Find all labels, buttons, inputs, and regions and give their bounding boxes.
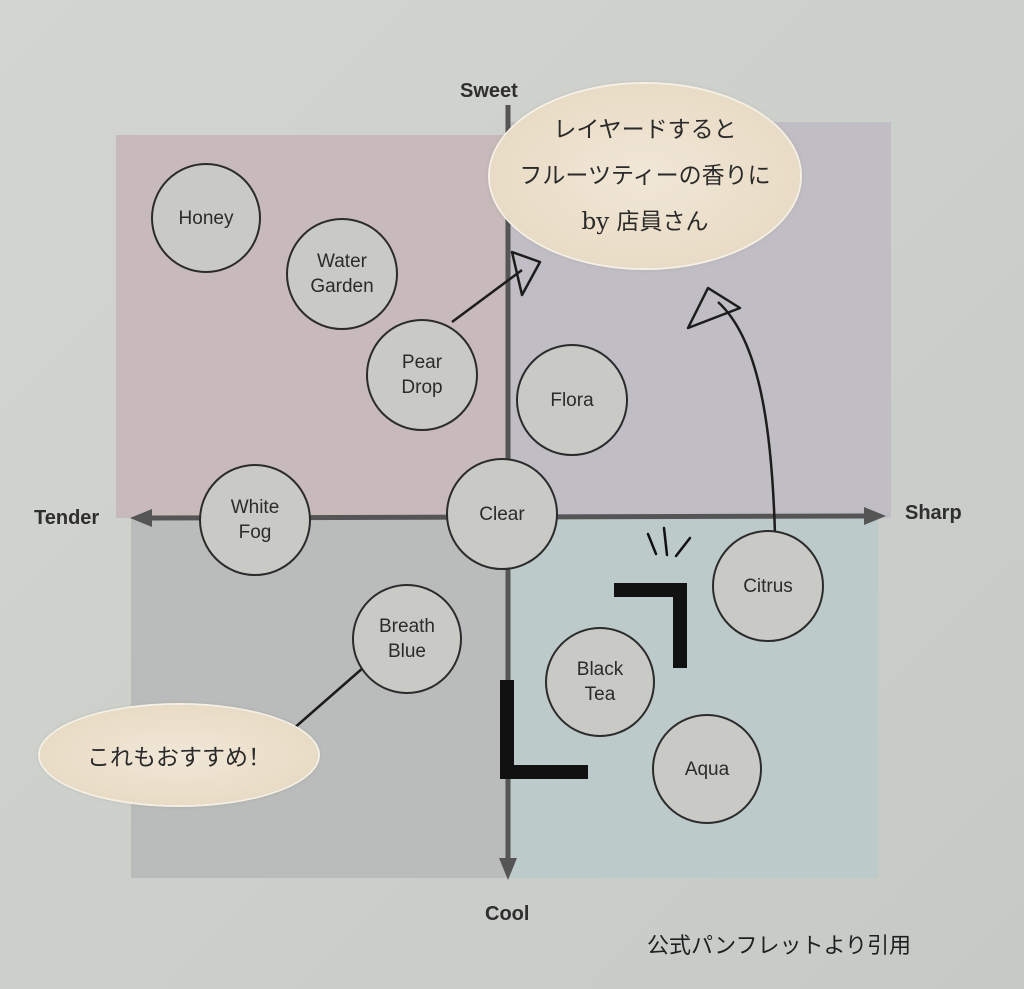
axis-label-sweet: Sweet xyxy=(460,80,518,102)
callout-layering-tip: レイヤードすると フルーツティーの香りに by 店員さん xyxy=(490,84,800,268)
quadrant-cool-tender xyxy=(131,518,508,878)
source-note: 公式パンフレットより引用 xyxy=(647,934,912,959)
scent-bubble-white-fog: White Fog xyxy=(199,464,311,576)
pen-line-breath-blue xyxy=(291,659,373,731)
pen-arrowhead-citrus xyxy=(686,286,742,330)
callout-text: これもおすすめ！ xyxy=(87,745,271,771)
axis-arrowhead-bottom xyxy=(499,858,517,880)
scent-bubble-honey: Honey xyxy=(151,163,261,273)
scent-bubble-citrus: Citrus xyxy=(712,530,824,642)
callout-line: レイヤードすると xyxy=(553,117,737,143)
axis-label-tender: Tender xyxy=(34,507,100,529)
scent-bubble-flora: Flora xyxy=(516,344,628,456)
scent-bubble-black-tea: Black Tea xyxy=(545,627,655,737)
pen-bracket-bottom xyxy=(500,680,588,779)
axis-label-cool: Cool xyxy=(485,903,530,925)
axis-arrowhead-left xyxy=(130,509,152,527)
callout-recommendation: これもおすすめ！ xyxy=(40,705,318,805)
pen-emphasis-stroke xyxy=(674,536,692,558)
pen-emphasis-stroke xyxy=(646,532,658,556)
pen-arrowhead-pear-drop xyxy=(510,250,542,297)
scent-bubble-pear-drop: Pear Drop xyxy=(366,319,478,431)
axis-label-sharp: Sharp xyxy=(905,502,962,524)
callout-line: by 店員さん xyxy=(581,209,709,235)
scent-bubble-water-garden: Water Garden xyxy=(286,218,398,330)
pen-bracket-top xyxy=(614,583,687,668)
scent-bubble-aqua: Aqua xyxy=(652,714,762,824)
pen-arrow-citrus xyxy=(717,301,777,536)
callout-line: フルーツティーの香りに xyxy=(519,163,771,189)
axis-arrowhead-right xyxy=(864,507,886,525)
scent-bubble-clear: Clear xyxy=(446,458,558,570)
pen-emphasis-stroke xyxy=(662,526,669,557)
pen-arrow-pear-drop xyxy=(451,268,523,324)
scent-bubble-breath-blue: Breath Blue xyxy=(352,584,462,694)
